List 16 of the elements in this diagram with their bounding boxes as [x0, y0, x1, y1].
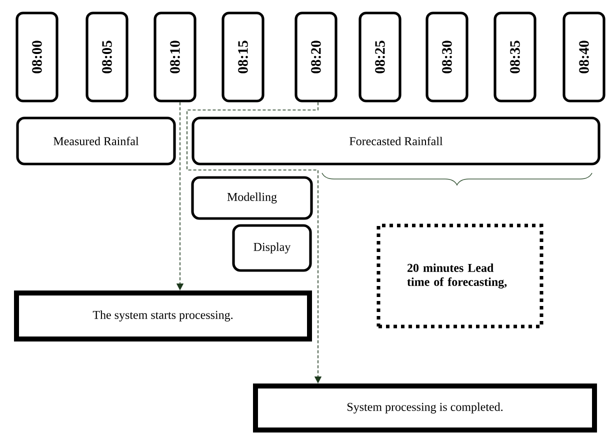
time-box: 08:00 — [16, 12, 58, 102]
time-box: 08:15 — [222, 12, 264, 102]
time-box: 08:30 — [426, 12, 468, 102]
process-box: The system starts processing. — [14, 290, 312, 342]
rounded-box: Forecasted Rainfall — [192, 116, 600, 166]
time-box: 08:10 — [154, 12, 196, 102]
time-box: 08:20 — [294, 12, 338, 102]
time-box: 08:40 — [562, 12, 606, 102]
rounded-box: Display — [232, 224, 312, 272]
dotted-box: 20 minutes Lead time of forecasting, — [376, 224, 544, 328]
rounded-box: Measured Rainfal — [16, 116, 176, 166]
time-box: 08:05 — [86, 12, 128, 102]
time-box: 08:25 — [358, 12, 402, 102]
process-box: System processing is completed. — [253, 384, 597, 432]
rounded-box: Modelling — [191, 176, 313, 220]
time-box: 08:35 — [494, 12, 536, 102]
